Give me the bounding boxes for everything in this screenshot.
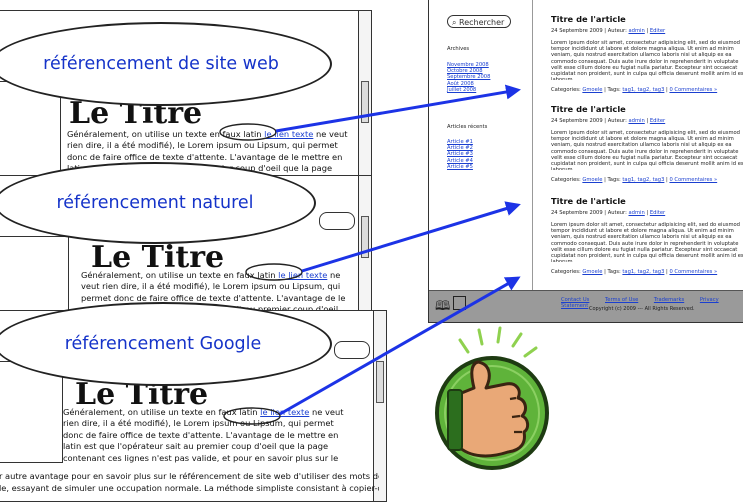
recent-title: Articles récents — [447, 124, 488, 130]
image-placeholder — [0, 361, 63, 463]
article-categories: Categories: Gmoele | Tags: tag1, tag2, t… — [551, 269, 718, 275]
thumbs-up-hand — [454, 360, 530, 458]
recent-link[interactable]: Article #3 — [447, 151, 473, 158]
page-heading: Le Titre — [91, 240, 225, 275]
bubble-naturel: référencement naturel — [0, 162, 316, 244]
thumbs-up-rays — [458, 326, 538, 358]
page-paragraph: Généralement, on utilise un texte en fau… — [63, 407, 344, 465]
recent-link[interactable]: Article #2 — [447, 145, 473, 152]
article-categories: Categories: Gmoele | Tags: tag1, tag2, t… — [551, 87, 718, 93]
text-link[interactable]: le lien texte — [260, 407, 310, 417]
thumbs-up-badge — [435, 356, 549, 470]
archive-link[interactable]: Septembre 2008 — [447, 74, 491, 81]
archive-link[interactable]: Octobre 2008 — [447, 68, 483, 75]
article-title[interactable]: Titre de l'article — [551, 14, 626, 24]
recent-link[interactable]: Article #5 — [447, 163, 473, 170]
recent-link[interactable]: Article #4 — [447, 157, 473, 164]
archive-link[interactable]: Juillet 2008 — [447, 86, 477, 93]
article-meta: 24 Septembre 2009 | Auteur: admin | Edit… — [551, 28, 666, 34]
bottom-text-line: r autre avantage pour en savoir plus sur… — [0, 471, 379, 481]
book-icon: 🕮 — [435, 298, 451, 313]
page-icon — [453, 296, 466, 310]
footer-link[interactable]: Trademarks — [653, 297, 685, 303]
article-meta: 24 Septembre 2009 | Auteur: admin | Edit… — [551, 210, 666, 216]
text-link[interactable]: le lien texte — [264, 129, 314, 139]
search-input[interactable]: ⌕ Rechercher — [447, 15, 511, 28]
archive-link[interactable]: Août 2008 — [447, 80, 474, 87]
article-body: Lorem ipsum dolor sit amet, consectetur … — [551, 222, 743, 262]
article-title[interactable]: Titre de l'article — [551, 104, 626, 114]
article-body: Lorem ipsum dolor sit amet, consectetur … — [551, 130, 743, 170]
footer-link[interactable]: Contact Us — [561, 297, 590, 303]
article-categories: Categories: Gmoele | Tags: tag1, tag2, t… — [551, 177, 718, 183]
toolbar-button[interactable] — [319, 212, 355, 230]
article-meta: 24 Septembre 2009 | Auteur: admin | Edit… — [551, 118, 666, 124]
search-icon: ⌕ — [452, 18, 457, 27]
recent-list: Article #1 Article #2 Article #3 Article… — [447, 139, 473, 170]
footer-link[interactable]: Terms of Use — [605, 297, 639, 303]
blog-sidebar: ⌕ Rechercher Archives Novembre 2008 Octo… — [429, 0, 533, 290]
article-body: Lorem ipsum dolor sit amet, consectetur … — [551, 40, 743, 80]
image-placeholder — [0, 236, 69, 336]
article-title[interactable]: Titre de l'article — [551, 196, 626, 206]
footer-link[interactable]: Privacy Statement — [561, 297, 719, 309]
bubble-site-web: référencement de site web — [0, 22, 332, 106]
blog-mockup: ⌕ Rechercher Archives Novembre 2008 Octo… — [428, 0, 743, 323]
copyright: Copyright (c) 2009 --- All Rights Reserv… — [589, 306, 695, 312]
blog-footer: 🕮 Contact Us Terms of Use Trademarks Pri… — [429, 290, 743, 322]
recent-link[interactable]: Article #1 — [447, 139, 473, 145]
text-link[interactable]: le lien texte — [278, 270, 328, 280]
bubble-google: référencement Google — [0, 302, 332, 386]
archive-link[interactable]: Novembre 2008 — [447, 62, 489, 68]
toolbar-button[interactable] — [334, 341, 370, 359]
archives-list: Novembre 2008 Octobre 2008 Septembre 200… — [447, 62, 490, 93]
archives-title: Archives — [447, 46, 470, 52]
bottom-text-line: le, essayant de simuler une occupation n… — [0, 483, 379, 493]
